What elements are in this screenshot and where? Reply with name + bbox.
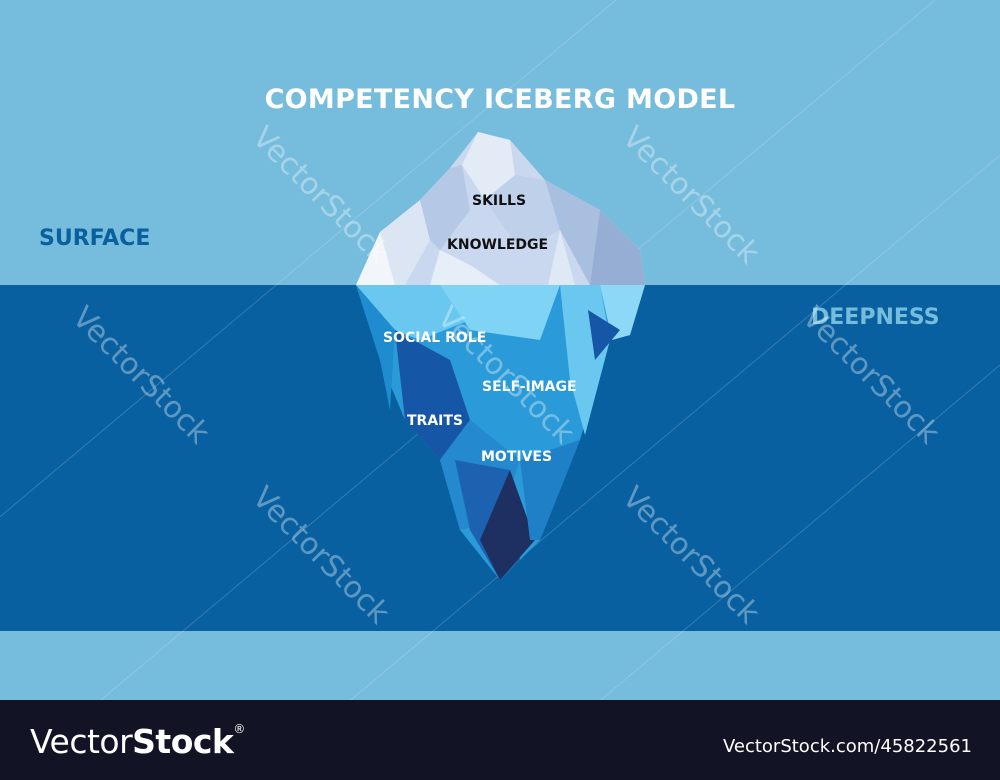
iceberg-label-social-role: SOCIAL ROLE <box>383 330 487 346</box>
footer-bar <box>0 700 1000 780</box>
deepness-label: DEEPNESS <box>811 305 940 330</box>
surface-label: SURFACE <box>39 226 151 251</box>
bottom-band <box>0 631 1000 700</box>
diagram-title: COMPETENCY ICEBERG MODEL <box>264 84 736 115</box>
registered-mark: ® <box>233 722 245 736</box>
iceberg-underwater <box>356 285 645 580</box>
logo-bold-text: Stock <box>132 722 234 761</box>
footer-logo: VectorStock® <box>30 722 245 761</box>
iceberg-label-motives: MOTIVES <box>481 449 553 465</box>
iceberg-label-traits: TRAITS <box>407 413 464 429</box>
iceberg-label-skills: SKILLS <box>472 193 527 209</box>
logo-light-text: Vector <box>30 722 133 761</box>
iceberg-label-self-image: SELF-IMAGE <box>482 379 577 395</box>
footer-image-id: VectorStock.com/45822561 <box>722 736 972 757</box>
iceberg-graphic <box>356 132 645 580</box>
iceberg-tip <box>356 132 645 285</box>
iceberg-label-knowledge: KNOWLEDGE <box>447 237 549 253</box>
